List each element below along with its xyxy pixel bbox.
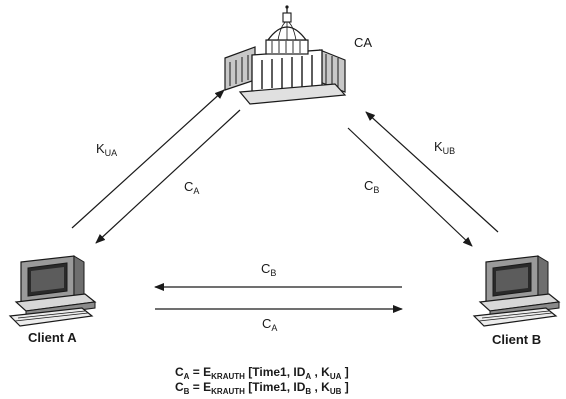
ca-label: CA bbox=[354, 35, 372, 50]
label-kub: KUB bbox=[434, 139, 455, 156]
arrow-ca-to-client-a bbox=[95, 109, 241, 244]
arrow-client-b-to-ca bbox=[365, 111, 499, 233]
arrow-ca-to-client-b bbox=[347, 127, 473, 247]
label-b-to-a: CB bbox=[261, 261, 276, 278]
equation-cb: CB = EKRAUTH [Time1, IDB , KUB ] bbox=[175, 380, 349, 396]
client-b-computer-icon bbox=[472, 255, 561, 327]
ca-building-icon bbox=[224, 5, 347, 105]
client-a-label: Client A bbox=[28, 330, 77, 345]
client-a-computer-icon bbox=[8, 255, 97, 327]
equation-ca: CA = EKRAUTH [Time1, IDA , KUA ] bbox=[175, 365, 349, 381]
label-kua: KUA bbox=[96, 141, 117, 158]
arrow-client-a-to-ca bbox=[71, 89, 225, 229]
label-a-to-b: CA bbox=[262, 316, 277, 333]
client-b-label: Client B bbox=[492, 332, 541, 347]
label-ca-to-a: CA bbox=[184, 179, 199, 196]
label-ca-to-b: CB bbox=[364, 178, 379, 195]
